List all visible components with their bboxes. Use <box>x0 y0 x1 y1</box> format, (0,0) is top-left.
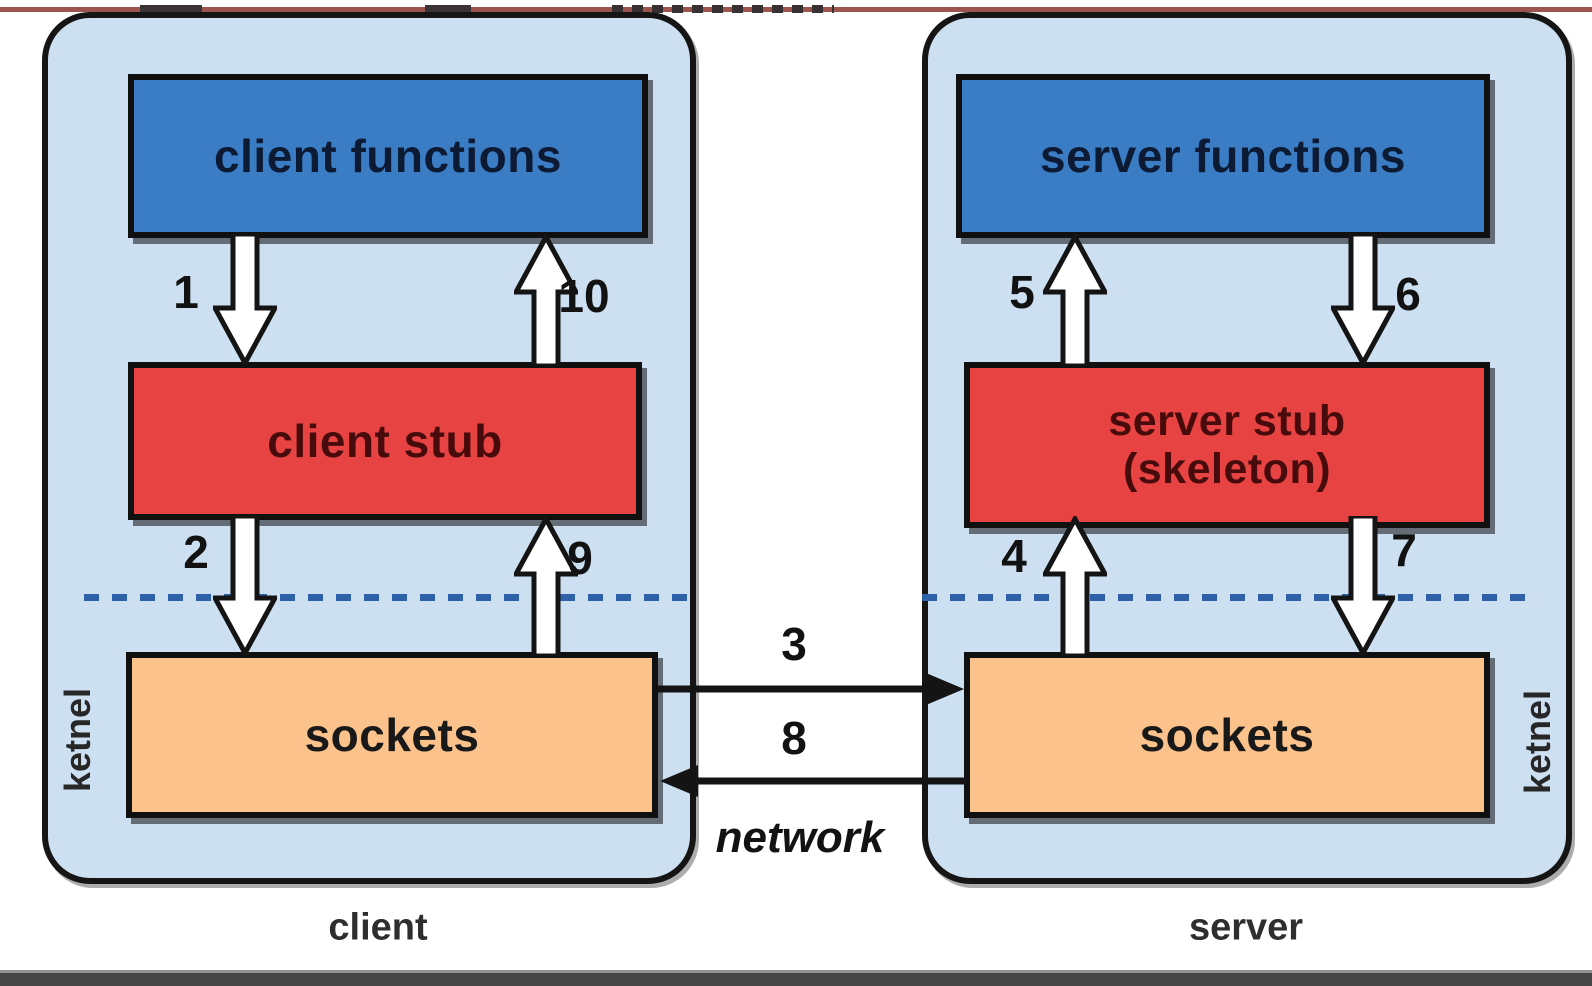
server-caption: server <box>1188 906 1304 949</box>
step-2-down-arrow <box>213 516 277 656</box>
top-artifact-segment <box>140 5 202 12</box>
client-kernel-label: ketnel <box>57 687 98 793</box>
server-stub-label-line1: server stub <box>1108 396 1346 445</box>
server-sockets-label: sockets <box>1139 709 1315 761</box>
step-3-label: 3 <box>781 618 807 670</box>
step-9-label: 9 <box>567 532 593 584</box>
server-kernel-boundary-line <box>922 594 1538 601</box>
client-stub-label: client stub <box>267 415 503 467</box>
network-request-arrow <box>658 673 964 705</box>
step-6-label: 6 <box>1395 268 1421 320</box>
client-functions-box: client functions <box>128 74 648 238</box>
server-stub-label-line2: (skeleton) <box>1122 445 1332 493</box>
step-5-up-arrow <box>1043 234 1107 366</box>
client-sockets-label: sockets <box>304 709 480 761</box>
network-reply-arrow <box>660 765 966 797</box>
client-caption: client <box>328 906 428 949</box>
step-5-label: 5 <box>1009 266 1035 318</box>
network-label: network <box>715 813 885 862</box>
client-stub-box: client stub <box>128 362 642 520</box>
step-4-label: 4 <box>1001 530 1027 582</box>
top-artifact-segment <box>425 5 471 12</box>
step-7-down-arrow <box>1331 516 1395 656</box>
step-2-label: 2 <box>183 526 209 578</box>
client-kernel-boundary-line <box>84 594 696 601</box>
server-kernel-label: ketnel <box>1517 689 1558 795</box>
step-4-up-arrow <box>1043 516 1107 656</box>
bottom-rule <box>0 970 1592 986</box>
step-10-label: 10 <box>558 270 610 322</box>
step-7-label: 7 <box>1391 524 1417 576</box>
server-stub-box: server stub (skeleton) <box>964 362 1490 528</box>
step-10-up-arrow <box>514 234 578 366</box>
step-1-down-arrow <box>213 234 277 366</box>
server-functions-label: server functions <box>1040 130 1406 182</box>
client-sockets-box: sockets <box>126 652 658 818</box>
top-cropped-text-artifact <box>612 5 834 13</box>
server-sockets-box: sockets <box>964 652 1490 818</box>
step-8-label: 8 <box>781 712 807 764</box>
client-functions-label: client functions <box>214 130 562 182</box>
step-6-down-arrow <box>1331 234 1395 366</box>
step-1-label: 1 <box>173 266 199 318</box>
step-9-up-arrow <box>514 516 578 656</box>
server-functions-box: server functions <box>956 74 1490 238</box>
